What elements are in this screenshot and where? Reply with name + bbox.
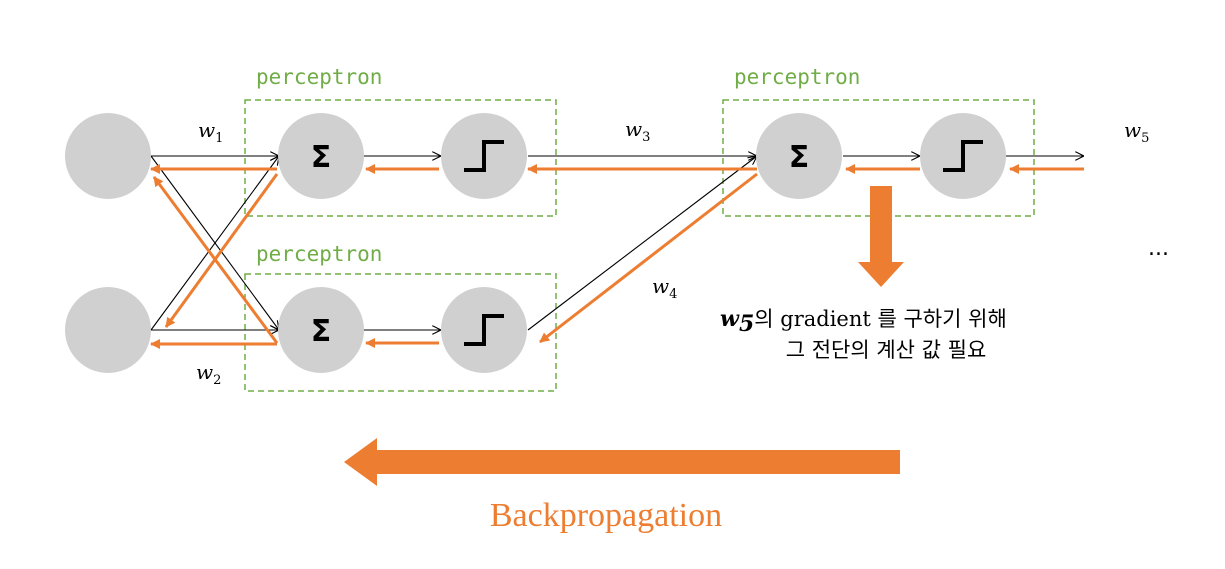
left-arrow-icon <box>344 438 900 486</box>
gradient-note-line-1: w5의 gradient 를 구하기 위해 <box>720 306 1007 337</box>
perceptron-label-top-left: perceptron <box>256 65 382 89</box>
activation-node-3 <box>920 113 1006 199</box>
forward-edge-act2-sum3 <box>527 156 757 331</box>
weight-label-w1: w1 <box>198 118 223 146</box>
perceptron-label-top-right: perceptron <box>734 65 860 89</box>
sum-node-3: Σ <box>756 113 842 199</box>
step-function-icon <box>943 140 983 172</box>
weight-label-w4: w4 <box>652 274 677 302</box>
backward-edge-sum1-in2 <box>164 173 279 328</box>
input-node-1 <box>65 113 151 199</box>
step-function-icon <box>464 314 504 346</box>
backward-edge-sum2-in1 <box>152 176 279 344</box>
weight-label-w3: w3 <box>625 117 650 145</box>
backward-edge-sum3-act2 <box>539 172 758 344</box>
sigma-symbol: Σ <box>789 140 810 175</box>
perceptron-box-top-left <box>244 99 557 217</box>
forward-connections <box>150 156 1084 331</box>
sigma-symbol: Σ <box>311 314 332 349</box>
backpropagation-label: Backpropagation <box>490 497 722 534</box>
activation-node-2 <box>441 287 527 373</box>
step-function-icon <box>464 140 504 172</box>
sum-node-2: Σ <box>278 287 364 373</box>
perceptron-label-bottom: perceptron <box>256 242 382 266</box>
forward-edge-in2-sum1 <box>150 156 279 331</box>
perceptron-box-bottom <box>244 273 557 392</box>
weight-label-w5: w5 <box>1124 118 1149 146</box>
sigma-symbol: Σ <box>311 140 332 175</box>
backward-connections <box>150 164 1084 349</box>
down-arrow-icon <box>858 186 904 287</box>
input-node-2 <box>65 287 151 373</box>
activation-node-1 <box>441 113 527 199</box>
weight-label-w2: w2 <box>196 360 221 388</box>
continuation-ellipsis: ... <box>1148 236 1169 261</box>
gradient-note-line-2: 그 전단의 계산 값 필요 <box>786 338 987 362</box>
sum-node-1: Σ <box>278 113 364 199</box>
